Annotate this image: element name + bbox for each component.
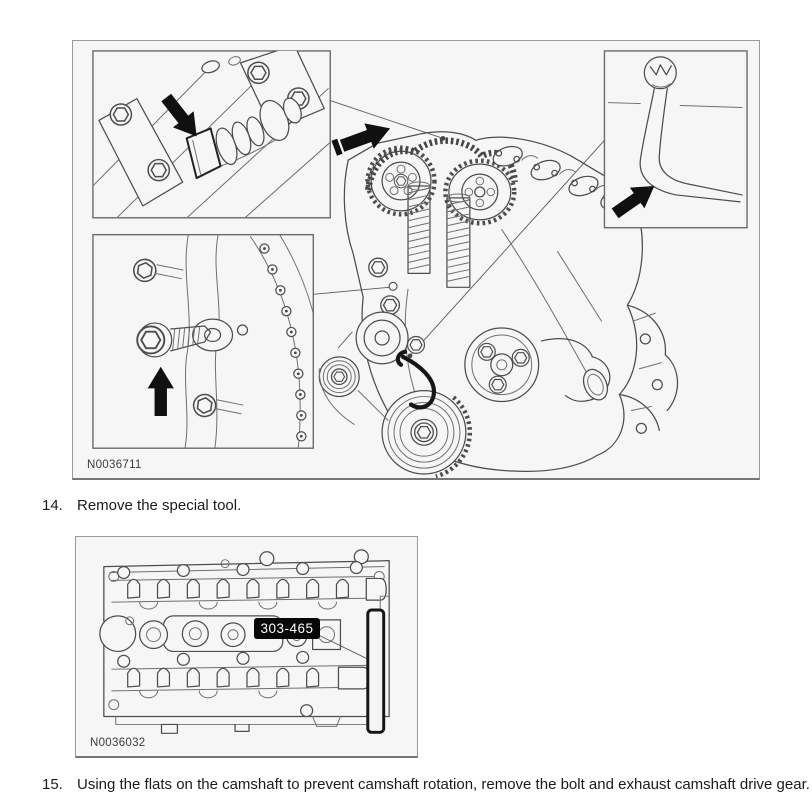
- special-tool-bar: [366, 608, 386, 734]
- figure1-id-label: N0036711: [87, 459, 142, 471]
- step-14-text: Remove the special tool.: [77, 497, 242, 514]
- water-outlet: [541, 338, 611, 402]
- camshaft-sprockets: [364, 137, 518, 226]
- figure2-id-label: N0036032: [90, 737, 146, 749]
- inset-special-tool: [603, 50, 748, 229]
- timing-chain-links: [259, 243, 307, 442]
- step-15-number: 15.: [42, 776, 63, 793]
- inset-camshaft-flats: [92, 50, 331, 219]
- step-15: 15. Using the flats on the camshaft to p…: [42, 776, 810, 793]
- step-15-text: Using the flats on the camshaft to preve…: [77, 776, 810, 793]
- step-14: 14. Remove the special tool.: [42, 497, 241, 514]
- special-tool-installed: [395, 349, 437, 410]
- figure-camshaft-flats-tool: 303-465 N0036032: [75, 536, 418, 758]
- engine-overview-illustration: [92, 50, 748, 478]
- figure-engine-overview: N0036711: [72, 40, 760, 480]
- intake-camshaft: [111, 650, 375, 699]
- tool-leader-line: [317, 634, 369, 660]
- valve-springs: [407, 181, 471, 288]
- camshaft-top-view-illustration: [99, 549, 390, 734]
- accessory-pulleys: [318, 311, 540, 478]
- cylinder-head-top-view: [99, 549, 390, 734]
- exhaust-camshaft: [111, 561, 387, 610]
- gear-bolt: [136, 322, 212, 358]
- inset-gear-bolt: [92, 233, 314, 449]
- step-14-number: 14.: [42, 497, 63, 514]
- leader-lines: [313, 100, 605, 359]
- exhaust-manifold: [618, 304, 679, 434]
- tool-callout-badge: 303-465: [254, 618, 320, 639]
